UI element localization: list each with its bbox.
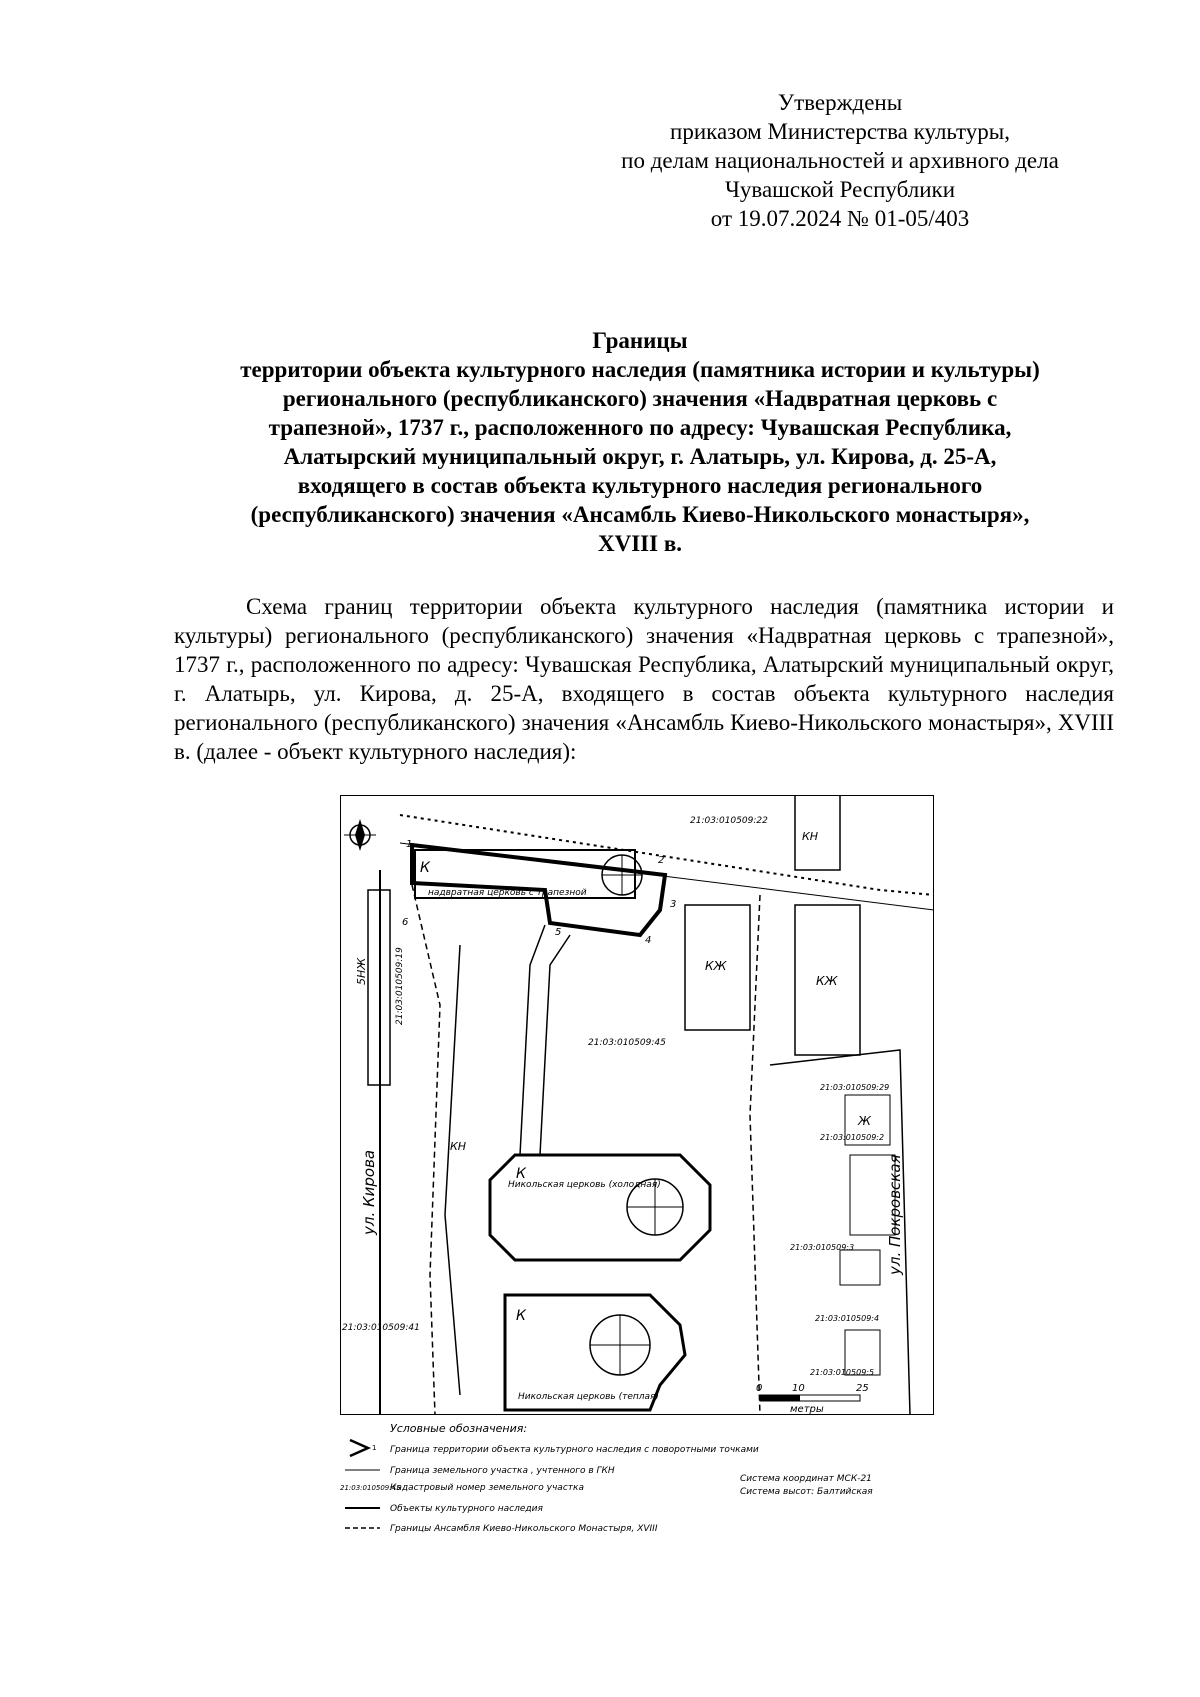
ensemble-boundary (411, 884, 761, 1415)
legend-title: Условные обозначения: (390, 1422, 527, 1435)
label-street-kirova: ул. Кирова (360, 1150, 378, 1236)
label-cad-r5: 21:03:010509:5 (810, 1368, 874, 1377)
label-building-k: К (420, 860, 431, 876)
scale-unit: метры (790, 1404, 824, 1415)
title-line: XVIII в. (598, 531, 682, 556)
legend-boundary-symbol: 1 (349, 1438, 376, 1458)
map-legend: Условные обозначения: 1 Граница территор… (340, 1418, 934, 1588)
legend-item: Объекты культурного наследия (390, 1504, 543, 1514)
label-building-zh: Ж (857, 1114, 872, 1128)
label-building-k: К (516, 1166, 527, 1182)
building-kzh-1 (684, 904, 751, 1031)
title-line: Алатырский муниципальный округ, г. Алаты… (283, 444, 997, 469)
title-line: (республиканского) значения «Ансамбль Ки… (250, 502, 1030, 527)
label-street-pokrovskaya: ул. Покровская (886, 1154, 904, 1276)
document-title: Границы территории объекта культурного н… (170, 326, 1110, 558)
building-zh-4 (844, 1329, 881, 1376)
label-building-kzh: КЖ (816, 974, 839, 988)
label-cad-r4: 21:03:010509:4 (815, 1314, 879, 1323)
title-line: регионального (республиканского) значени… (282, 386, 998, 411)
monument-boundary (410, 842, 668, 938)
title-line: территории объекта культурного наследия … (240, 357, 1040, 382)
approval-line: от 19.07.2024 № 01-05/403 (710, 206, 970, 231)
label-cad-main: 21:03:010509:45 (588, 1038, 666, 1048)
turn-point: 5 (555, 927, 561, 938)
legend-item: Границы Ансамбля Киево-Никольского Монас… (390, 1524, 658, 1534)
label-warm-church: Никольская церковь (теплая) (518, 1392, 659, 1402)
legend-item: Граница территории объекта культурного н… (390, 1445, 759, 1455)
title-line: Границы (592, 328, 688, 353)
label-cad-r1: 21:03:010509:29 (820, 1083, 889, 1092)
building-kzh-2 (794, 904, 861, 1056)
label-cad-left: 21:03:010509:19 (395, 947, 405, 1025)
label-building-5nzh: 5НЖ (355, 957, 368, 985)
gate-church (414, 849, 636, 899)
legend-code: 21:03:010509:45 (340, 1484, 401, 1492)
coord-system: Система координат МСК-21 (740, 1474, 872, 1484)
approval-line: приказом Министерства культуры, (670, 119, 1010, 144)
label-building-kn: КН (802, 830, 818, 843)
turn-point: 2 (658, 855, 664, 866)
label-cold-church: Никольская церковь (холодная) (508, 1180, 661, 1190)
warm-church (503, 1293, 687, 1412)
building-zh-2 (849, 1154, 896, 1236)
turn-point: 4 (645, 935, 651, 946)
footpath (519, 924, 571, 1156)
title-line: входящего в состав объекта культурного н… (297, 473, 983, 498)
approval-line: Чувашской Республики (724, 177, 956, 202)
legend-item: Кадастровый номер земельного участка (390, 1483, 584, 1493)
footpath-west (444, 944, 461, 1396)
scale-label: 25 (856, 1383, 869, 1394)
building-kn-top (794, 795, 841, 871)
label-building-k: К (516, 1308, 527, 1324)
title-line: трапезной», 1737 г., расположенного по а… (268, 415, 1012, 440)
scale-bar (759, 1394, 861, 1402)
label-building-kn: КН (450, 1140, 466, 1153)
approval-stamp: Утверждены приказом Министерства культур… (560, 88, 1120, 233)
label-cad-left-low: 21:03:010509:41 (342, 1323, 420, 1333)
road-top (399, 814, 934, 896)
intro-paragraph: Схема границ территории объекта культурн… (174, 594, 1114, 764)
approval-line: Утверждены (777, 90, 903, 115)
parcel-right (769, 1049, 911, 1415)
turn-point: 1 (406, 839, 412, 850)
north-arrow-icon (344, 819, 376, 851)
legend-item: Граница земельного участка , учтенного в… (390, 1466, 615, 1476)
turn-point: 6 (402, 917, 408, 928)
boundary-map: надвратная церковь с трапезной Никольска… (340, 795, 934, 1415)
building-zh-1 (844, 1094, 891, 1146)
label-cad-top: 21:03:010509:22 (690, 816, 768, 826)
approval-line: по делам национальностей и архивного дел… (621, 148, 1059, 173)
map-frame (340, 795, 934, 1415)
turn-point: 3 (670, 899, 676, 910)
label-cad-r2: 21:03:010509:2 (820, 1133, 884, 1142)
label-gate-church: надвратная церковь с трапезной (428, 888, 587, 898)
scale-label: 10 (792, 1383, 805, 1394)
height-system: Система высот: Балтийская (740, 1487, 873, 1497)
building-zh-3 (839, 1249, 881, 1286)
label-building-kzh: КЖ (705, 959, 728, 973)
scale-label: 0 (756, 1383, 762, 1394)
building-5nzh (367, 889, 391, 1086)
label-cad-r3: 21:03:010509:3 (790, 1243, 854, 1252)
cold-church (488, 1153, 712, 1262)
svg-text:1: 1 (372, 1444, 376, 1452)
